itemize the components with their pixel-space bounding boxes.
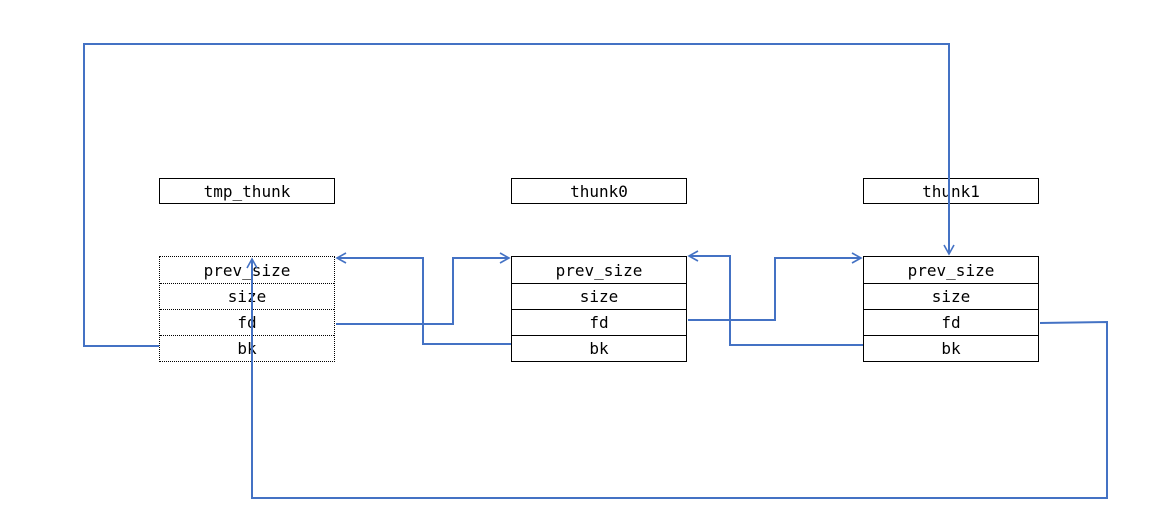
arrow-thunk0-bk-to-tmp	[335, 252, 511, 345]
field-size: size	[160, 283, 334, 309]
field-fd: fd	[512, 309, 686, 335]
chunk-tmp-thunk: prev_size size fd bk	[159, 256, 335, 362]
field-size: size	[512, 283, 686, 309]
arrow-tmp-fd-to-thunk0	[336, 252, 511, 325]
chunk-thunk0: prev_size size fd bk	[511, 256, 687, 362]
field-prev-size: prev_size	[203, 260, 291, 280]
arrow-thunk1-bk-to-thunk0	[687, 250, 863, 346]
chunk-label-thunk0: thunk0	[511, 178, 687, 204]
field-fd: fd	[864, 309, 1038, 335]
chunk-label-thunk1: thunk1	[863, 178, 1039, 204]
chunk-label-tmp-thunk: tmp_thunk	[159, 178, 335, 204]
field-bk: bk	[160, 335, 334, 361]
field-prev-size: prev_size	[555, 260, 643, 280]
field-bk: bk	[864, 335, 1038, 361]
field-prev-size: prev_size	[907, 260, 995, 280]
field-bk: bk	[512, 335, 686, 361]
chunk-thunk1: prev_size size fd bk	[863, 256, 1039, 362]
field-size: size	[864, 283, 1038, 309]
field-fd: fd	[160, 309, 334, 335]
arrow-thunk0-fd-to-thunk1	[688, 252, 863, 321]
